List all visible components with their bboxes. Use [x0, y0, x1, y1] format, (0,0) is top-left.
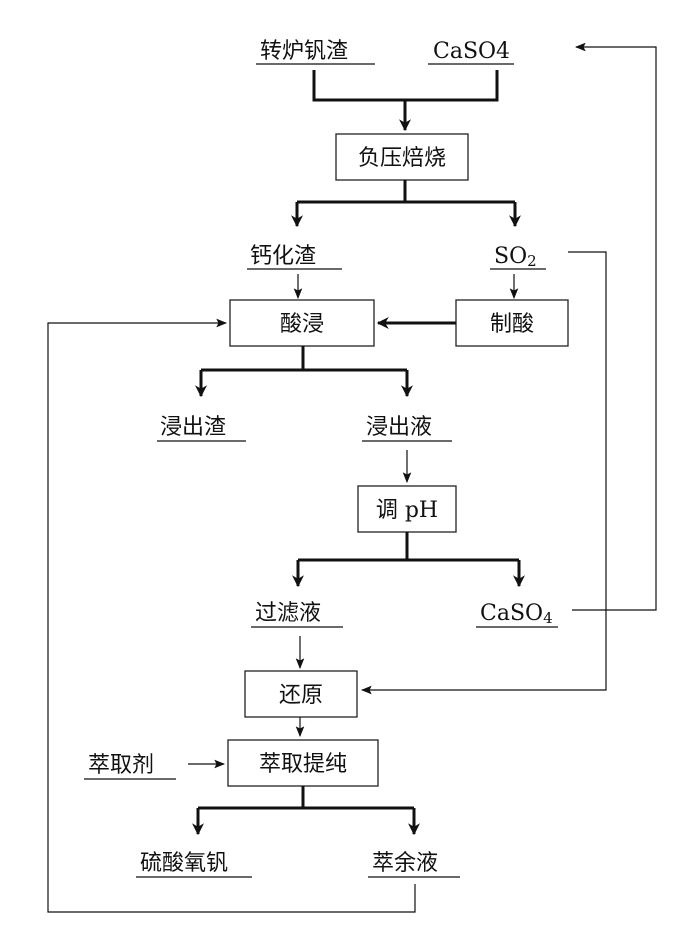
label-negative-pressure-roasting: 负压焙烧 — [358, 146, 446, 171]
recycle-raffinate-to-leaching — [48, 323, 415, 912]
material-calcified-slag: 钙化渣 — [250, 244, 316, 269]
label-extraction-purification: 萃取提纯 — [259, 752, 347, 777]
material-extractant: 萃取剂 — [88, 753, 154, 778]
input-caso4: CaSO4 — [433, 39, 510, 64]
label-acid-leaching: 酸浸 — [280, 312, 324, 337]
so2-subscript: 2 — [527, 252, 537, 270]
recycle-caso4-to-input — [572, 47, 656, 610]
merge-inputs-line — [314, 70, 497, 100]
label-acid-making: 制酸 — [490, 312, 534, 337]
material-so2: SO2 — [494, 244, 537, 270]
material-vanadyl-sulfate: 硫酸氧钒 — [140, 851, 228, 876]
label-reduction: 还原 — [279, 683, 323, 708]
material-leach-liquor: 浸出液 — [366, 415, 432, 440]
material-raffinate: 萃余液 — [372, 851, 438, 876]
input-converter-vanadium-slag: 转炉钒渣 — [260, 39, 348, 64]
so2-text: SO — [494, 244, 527, 269]
material-leach-residue: 浸出渣 — [160, 415, 226, 440]
material-caso4-product: CaSO4 — [480, 601, 553, 627]
caso4-text: CaSO — [480, 601, 543, 626]
caso4-subscript: 4 — [543, 609, 553, 627]
label-adjust-ph: 调 pH — [376, 498, 438, 523]
material-filtrate: 过滤液 — [255, 601, 321, 626]
